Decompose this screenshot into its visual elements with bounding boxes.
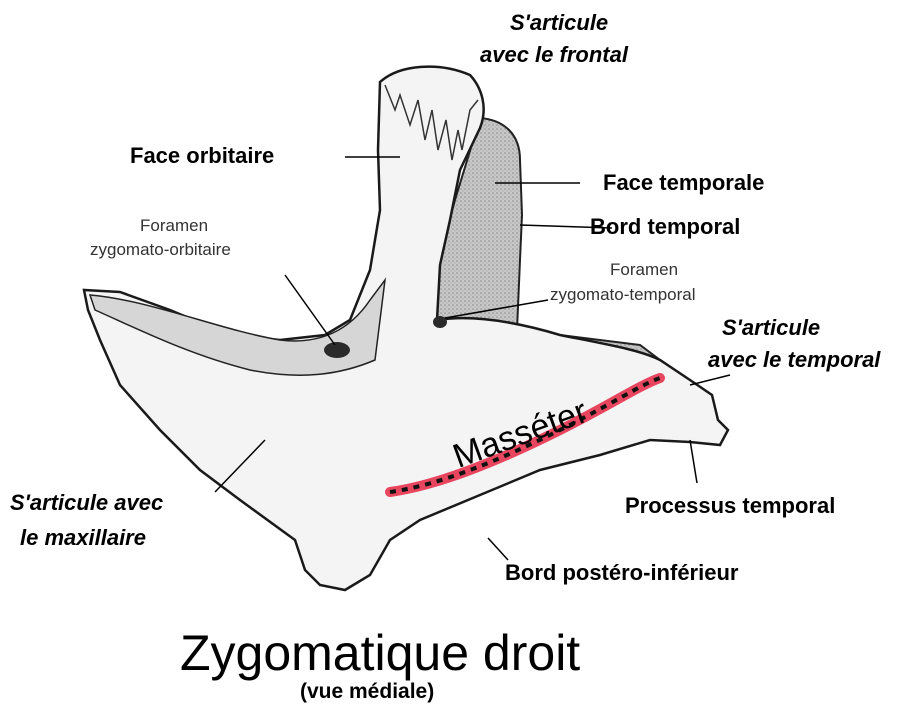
diagram-title: Zygomatique droit <box>180 625 580 683</box>
label-face-orbitaire: Face orbitaire <box>130 143 274 168</box>
label-foramen-zo-1: Foramen <box>140 216 208 236</box>
leader-processus-temporal <box>690 440 697 483</box>
zygomato-orbital-foramen <box>324 342 350 358</box>
label-articule-maxillaire-1: S'articule avec <box>10 490 163 515</box>
leader-foramen-zo <box>285 275 335 345</box>
label-articule-frontal-2: avec le frontal <box>480 42 628 67</box>
label-foramen-zt-2: zygomato-temporal <box>550 285 696 305</box>
label-face-temporale: Face temporale <box>603 170 764 195</box>
label-articule-temporal-2: avec le temporal <box>708 347 880 372</box>
zygomato-temporal-foramen <box>433 316 447 328</box>
leader-articule-temporal <box>690 375 730 385</box>
diagram-subtitle: (vue médiale) <box>300 680 434 704</box>
label-articule-maxillaire-2: le maxillaire <box>20 525 146 550</box>
label-bord-temporal: Bord temporal <box>590 214 740 239</box>
label-processus-temporal: Processus temporal <box>625 493 835 518</box>
leader-bord-postero <box>488 538 508 560</box>
label-foramen-zt-1: Foramen <box>610 260 678 280</box>
label-foramen-zo-2: zygomato-orbitaire <box>90 240 231 260</box>
label-bord-postero-inferieur: Bord postéro-inférieur <box>505 560 738 585</box>
label-articule-temporal-1: S'articule <box>722 315 820 340</box>
label-articule-frontal-1: S'articule <box>510 10 608 35</box>
